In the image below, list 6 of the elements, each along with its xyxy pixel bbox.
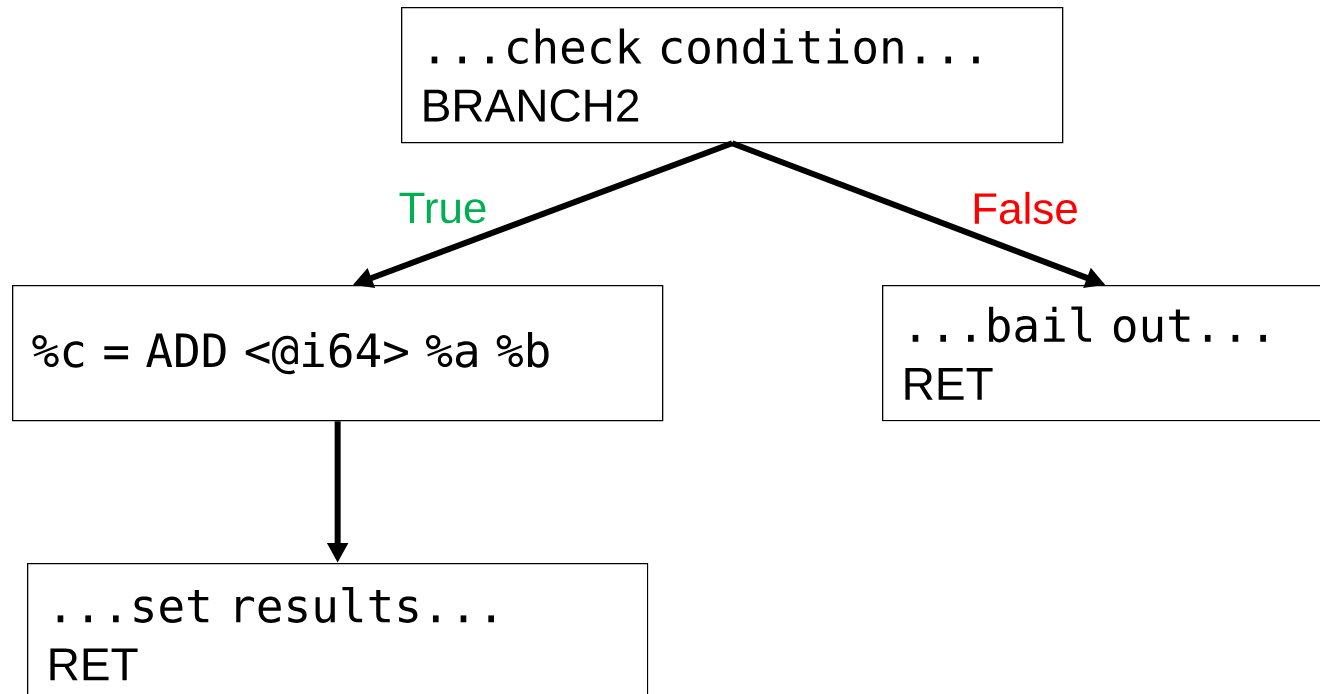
code-box: ...bail out... RET — [882, 285, 1320, 422]
code-box: ...set results... RET — [27, 563, 649, 694]
edge-label: True — [399, 192, 486, 224]
edge-label: False — [974, 191, 1077, 225]
code-box: %c = ADD <@i64> %a %b — [12, 285, 664, 422]
code-box: ...check condition... BRANCH2 — [401, 7, 1064, 144]
